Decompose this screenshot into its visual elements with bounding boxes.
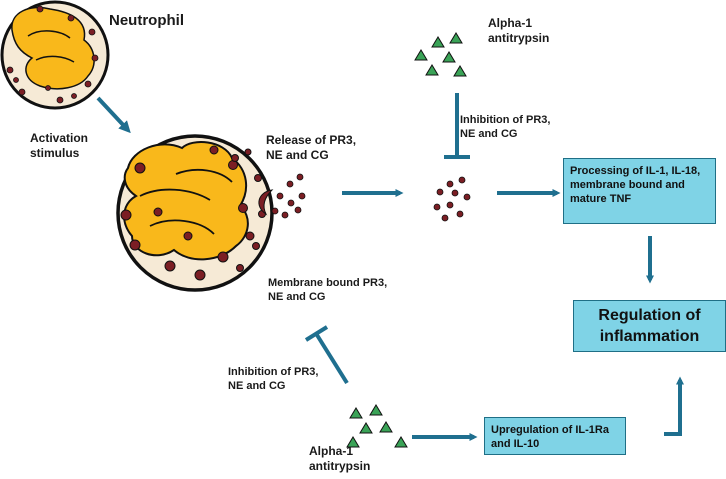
release-label: Release of PR3, NE and CG (266, 133, 357, 162)
activated-nucleus (123, 141, 249, 261)
resting-nucleus (11, 6, 95, 90)
inhibition-top-label: Inhibition of PR3, NE and CG (460, 114, 551, 140)
free-proteases (433, 176, 471, 222)
processing-box: Processing of IL-1, IL-18, membrane boun… (563, 158, 716, 224)
neutrophil-label: Neutrophil (109, 12, 184, 29)
upregulation-box: Upregulation of IL-1Ra and IL-10 (484, 417, 626, 455)
alpha-bottom-label: Alpha-1 antitrypsin (309, 444, 371, 473)
inhibition-bottom-bar (304, 325, 329, 342)
membrane-label: Membrane bound PR3, NE and CG (268, 277, 388, 303)
activation-label: Activation stimulus (30, 131, 89, 160)
released-granules (271, 173, 306, 219)
feedback-arrow (664, 376, 684, 436)
antitrypsin-molecules-bottom (346, 404, 408, 448)
activated-neutrophil (116, 134, 274, 292)
inhibition-bottom-line (315, 333, 349, 385)
activation-arrow (96, 96, 131, 134)
arrows (96, 93, 684, 441)
resting-neutrophil (0, 0, 110, 110)
alpha-top-label: Alpha-1 antitrypsin (488, 16, 550, 45)
inhibition-bottom-label: Inhibition of PR3, NE and CG (228, 366, 319, 392)
antitrypsin-molecules-top (414, 32, 467, 77)
regulation-box: Regulation of inflammation (573, 300, 726, 352)
